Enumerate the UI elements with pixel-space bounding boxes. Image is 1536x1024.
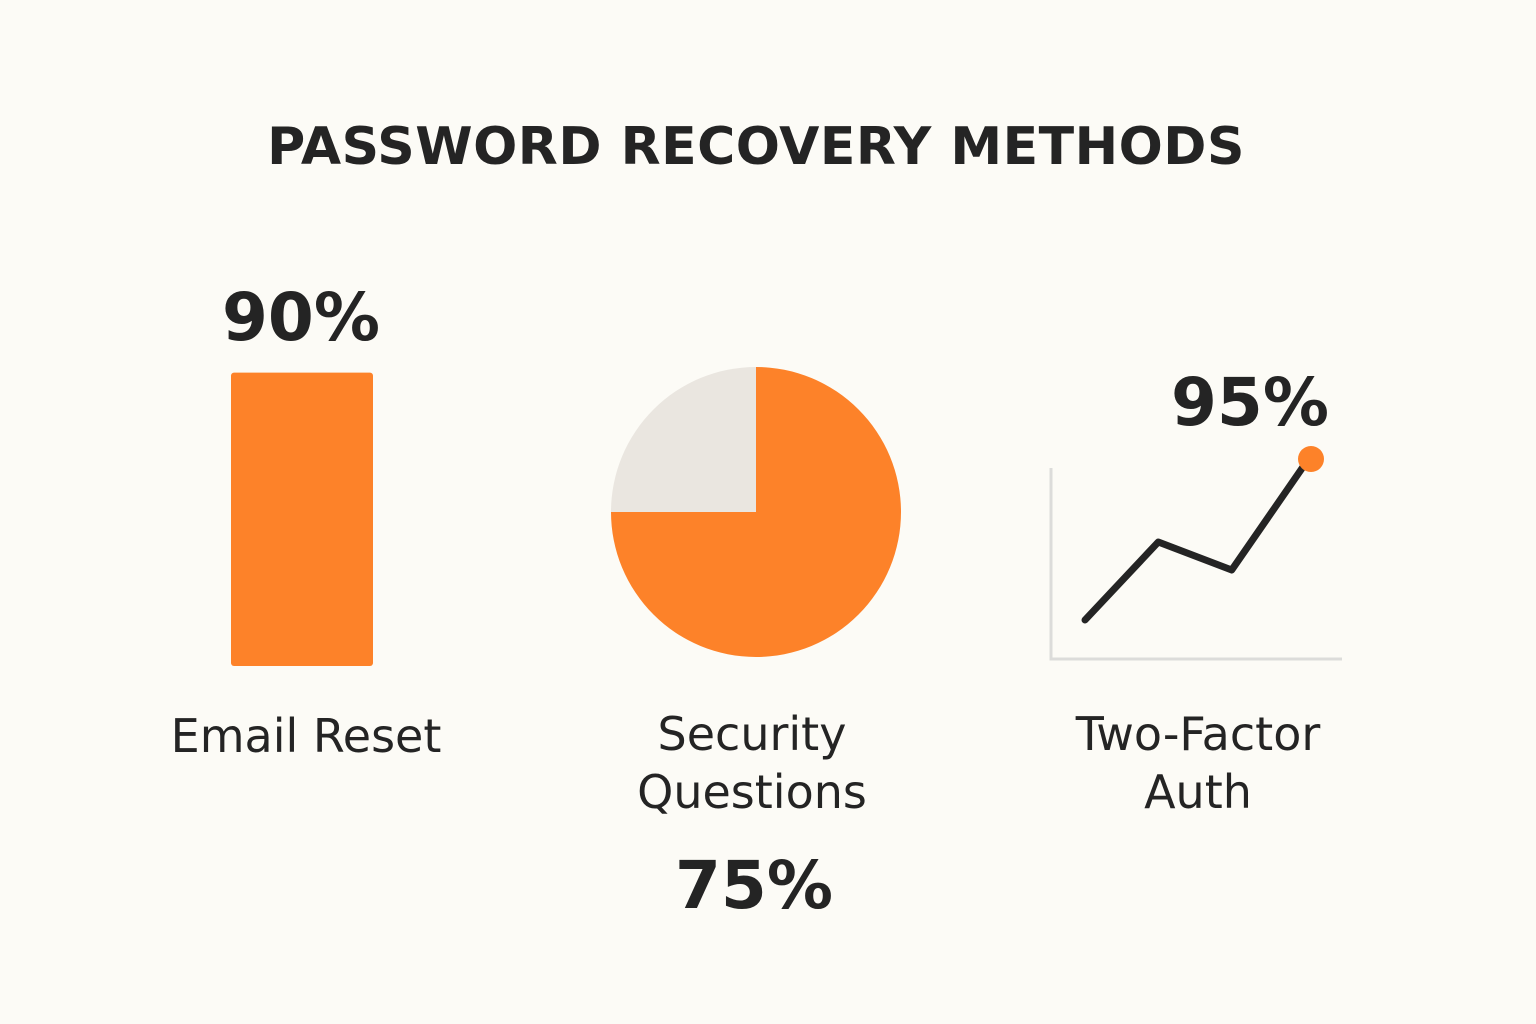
email-reset-value-label: 90%: [222, 279, 380, 356]
two-factor-auth-line: [1081, 460, 1309, 624]
chart-title: PASSWORD RECOVERY METHODS: [267, 117, 1245, 177]
security-questions-value-label: 75%: [675, 847, 833, 924]
security-questions-pie-remainder-slice: [611, 367, 756, 512]
email-reset-panel: 90% Email Reset: [171, 279, 442, 763]
security-questions-pie-value-slice: [611, 367, 901, 657]
security-questions-panel: Security Questions 75%: [611, 367, 901, 924]
security-questions-category-label-line-2: Questions: [637, 765, 867, 819]
email-reset-category-label: Email Reset: [171, 709, 442, 763]
security-questions-category-label-line-1: Security: [658, 707, 847, 761]
two-factor-auth-category-label-line-2: Auth: [1144, 765, 1252, 819]
two-factor-auth-axes: [1049, 468, 1342, 661]
two-factor-auth-value-label: 95%: [1171, 364, 1329, 441]
two-factor-auth-panel: 95% Two-Factor Auth: [1049, 364, 1342, 819]
two-factor-auth-end-marker: [1298, 446, 1324, 472]
two-factor-auth-category-label-line-1: Two-Factor: [1075, 707, 1321, 761]
email-reset-bar: [231, 372, 373, 666]
